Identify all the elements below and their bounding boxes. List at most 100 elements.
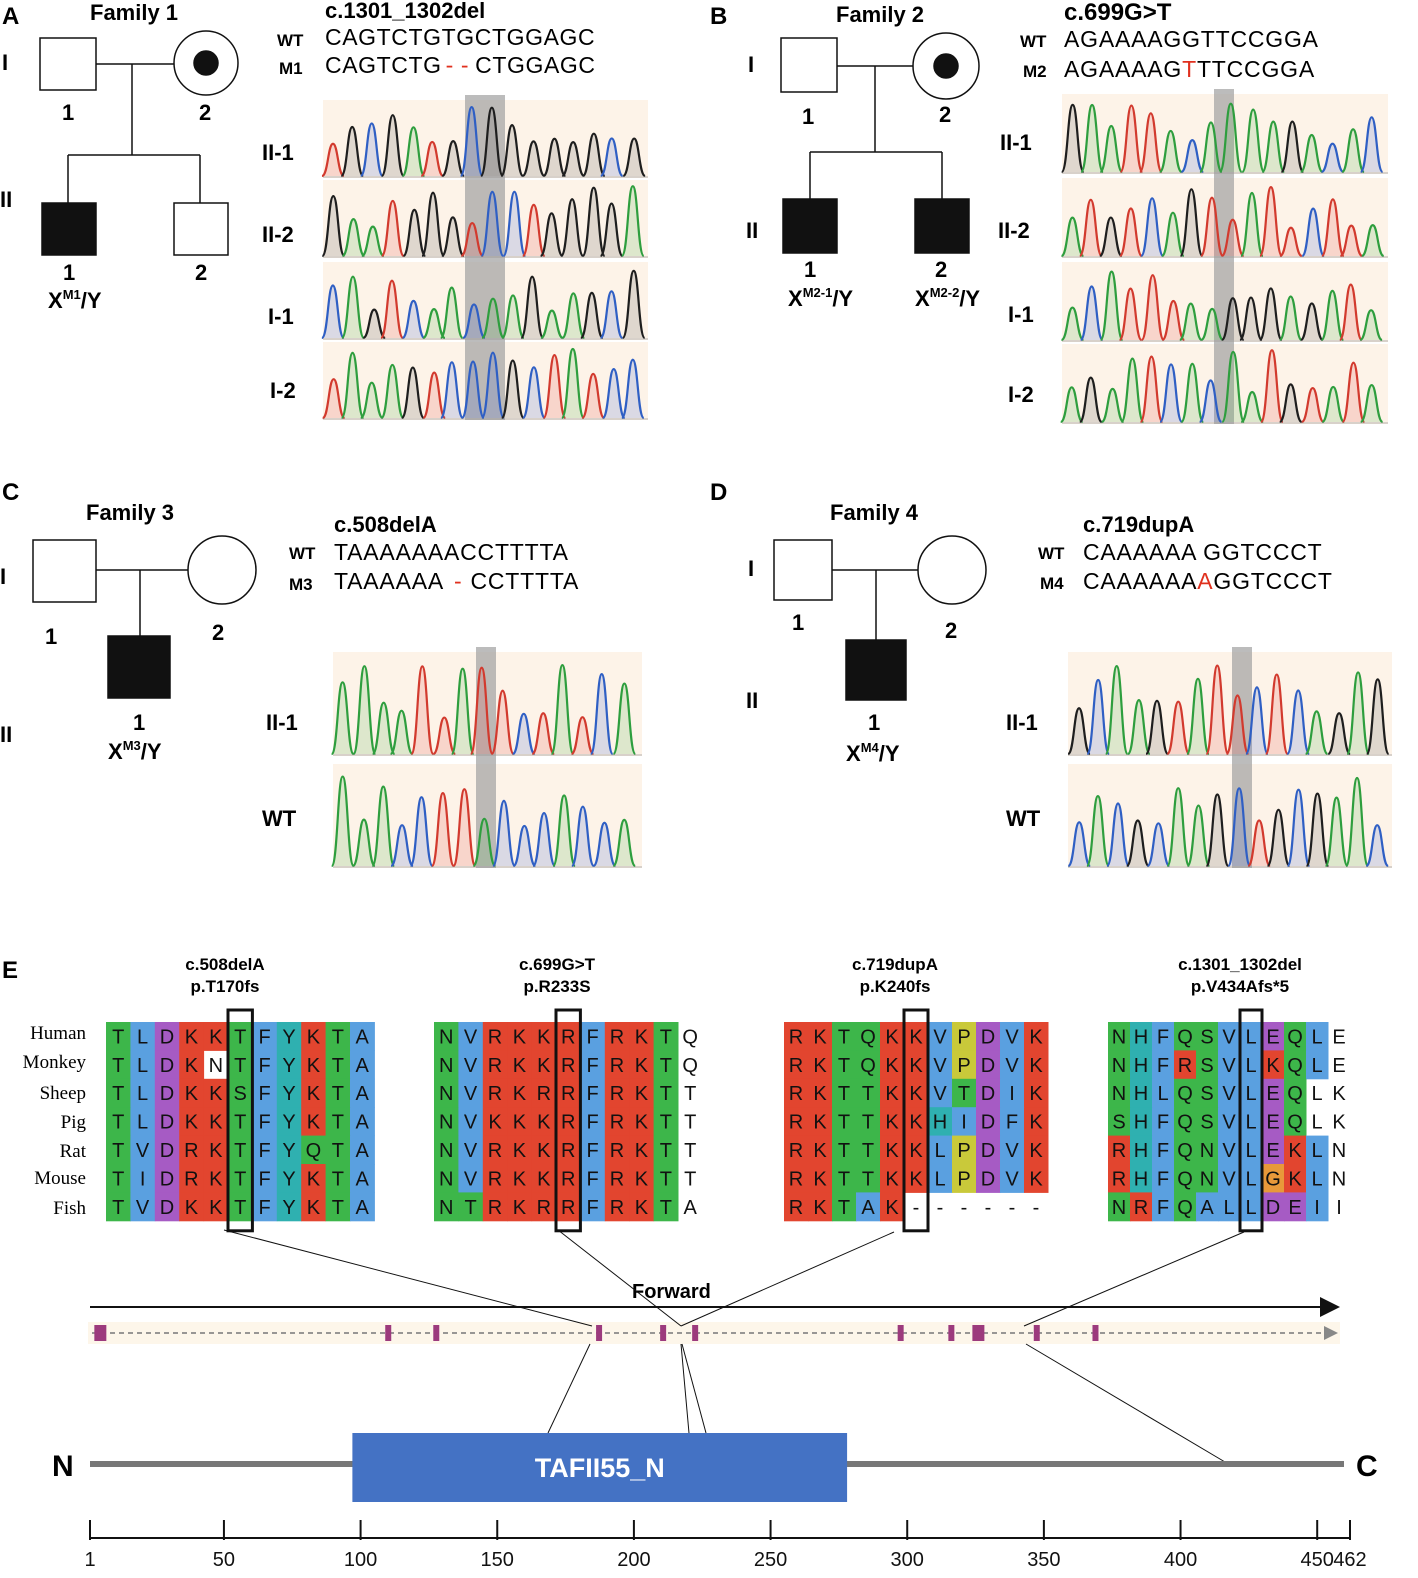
residue: S bbox=[1200, 1112, 1213, 1134]
alignment-protein: p.V434Afs*5 bbox=[1191, 977, 1289, 996]
residue-cell bbox=[507, 1050, 533, 1080]
individual-number: 1 bbox=[133, 710, 145, 735]
residue: L bbox=[137, 1055, 148, 1077]
residue-cell bbox=[482, 1078, 508, 1108]
residue-cell bbox=[976, 1022, 1001, 1051]
residue-cell bbox=[325, 1078, 351, 1108]
residue: Y bbox=[282, 1112, 295, 1134]
panel-a: A Family 1 I II 1 2 1 2 XM1/Y c.1301_130… bbox=[0, 0, 648, 420]
residue: L bbox=[1245, 1083, 1256, 1105]
residue: D bbox=[160, 1140, 174, 1162]
trace-peak-fill bbox=[322, 379, 345, 418]
residue-cell bbox=[653, 1192, 679, 1222]
trace-peak bbox=[321, 378, 346, 420]
residue-cell bbox=[228, 1050, 253, 1080]
residue-cell bbox=[808, 1192, 833, 1222]
residue: R bbox=[488, 1083, 502, 1105]
species-label: Fish bbox=[53, 1198, 86, 1219]
family-label-c: Family 3 bbox=[86, 500, 174, 525]
trace-peak-fill bbox=[1300, 303, 1323, 340]
residue: E bbox=[1332, 1026, 1345, 1048]
trace-peak-fill bbox=[321, 143, 344, 176]
residue: D bbox=[981, 1168, 995, 1190]
connector-lines bbox=[223, 1229, 1245, 1463]
trace-peak bbox=[371, 701, 396, 756]
trace-peak bbox=[1200, 307, 1224, 342]
residue-cell bbox=[556, 1022, 581, 1051]
axis-tick-label: 450 bbox=[1301, 1549, 1334, 1571]
trace-peak bbox=[1320, 198, 1345, 258]
trace-peak-fill bbox=[1347, 672, 1370, 754]
trace-peak bbox=[389, 709, 414, 756]
residue-cell bbox=[203, 1135, 229, 1165]
trace-peak-fill bbox=[521, 276, 544, 338]
residue-cell bbox=[1130, 1135, 1153, 1165]
trace-peak bbox=[1346, 671, 1371, 756]
trace-peak-fill bbox=[421, 192, 444, 256]
residue-cell bbox=[276, 1107, 302, 1137]
residue-cell bbox=[458, 1164, 484, 1193]
trace-peak-fill bbox=[1221, 298, 1244, 340]
residue-cell bbox=[154, 1164, 180, 1193]
trace-peak bbox=[1180, 139, 1204, 174]
residue: K bbox=[209, 1083, 223, 1105]
residue: F bbox=[586, 1026, 598, 1048]
trace-peak bbox=[521, 203, 546, 258]
residue: R bbox=[561, 1083, 575, 1105]
trace-peak bbox=[321, 142, 345, 178]
trace-peak-fill bbox=[1081, 105, 1104, 172]
trace-peak bbox=[1105, 802, 1131, 868]
residue-cell bbox=[179, 1107, 205, 1137]
residue-cell bbox=[928, 1050, 953, 1080]
trace-peak-fill bbox=[613, 819, 636, 866]
trace-peak bbox=[1198, 121, 1224, 174]
trace-peak-fill bbox=[481, 298, 504, 338]
residue: Y bbox=[282, 1083, 295, 1105]
trace-peak bbox=[410, 665, 435, 756]
trace-peak bbox=[1198, 379, 1223, 424]
residue-cell bbox=[832, 1164, 857, 1193]
residue-cell bbox=[784, 1164, 809, 1193]
residue: K bbox=[635, 1026, 649, 1048]
residue: T bbox=[660, 1168, 672, 1190]
trace-peak bbox=[1218, 102, 1243, 174]
trace-peak-fill bbox=[363, 309, 386, 338]
residue: V bbox=[1222, 1140, 1236, 1162]
individual-number: 1 bbox=[804, 257, 816, 282]
residue-cell bbox=[482, 1050, 508, 1080]
residue: T bbox=[838, 1112, 850, 1134]
residue: T bbox=[234, 1140, 246, 1162]
residue: K bbox=[1029, 1140, 1043, 1162]
residue: V bbox=[1222, 1168, 1236, 1190]
wt-sequence: CAGTCTGTGCTGGAGC bbox=[325, 24, 595, 50]
pedigree-male-unaffected bbox=[39, 37, 97, 91]
residue-cell bbox=[1284, 1107, 1307, 1137]
residue-cell bbox=[556, 1192, 581, 1222]
residue-cell bbox=[629, 1164, 655, 1193]
residue: R bbox=[561, 1140, 575, 1162]
residue: K bbox=[813, 1083, 827, 1105]
pedigree-female-unaffected bbox=[187, 535, 257, 605]
trace-peak bbox=[1241, 108, 1266, 174]
trace-peak bbox=[511, 712, 536, 756]
residue: F bbox=[1157, 1140, 1169, 1162]
residue-cell bbox=[1284, 1078, 1307, 1108]
residue-cell bbox=[458, 1192, 484, 1222]
trace-peak bbox=[1140, 197, 1165, 258]
generation-label-c-ii: II bbox=[0, 722, 12, 747]
trace-peak-fill bbox=[1226, 695, 1249, 754]
residue: S bbox=[1200, 1055, 1213, 1077]
residue: L bbox=[137, 1026, 148, 1048]
trace-peak bbox=[620, 185, 645, 258]
trace-peak-fill bbox=[1342, 362, 1365, 422]
trace-label: WT bbox=[1006, 806, 1041, 831]
trace-peak bbox=[1359, 309, 1383, 342]
trace-peak-fill bbox=[1259, 187, 1282, 256]
trace-peak-fill bbox=[1267, 809, 1290, 866]
exon-mark bbox=[385, 1325, 392, 1341]
residue: T bbox=[838, 1140, 850, 1162]
residue: K bbox=[885, 1083, 899, 1105]
residue: K bbox=[209, 1026, 223, 1048]
residue: K bbox=[635, 1112, 649, 1134]
residue-cell bbox=[276, 1022, 302, 1051]
